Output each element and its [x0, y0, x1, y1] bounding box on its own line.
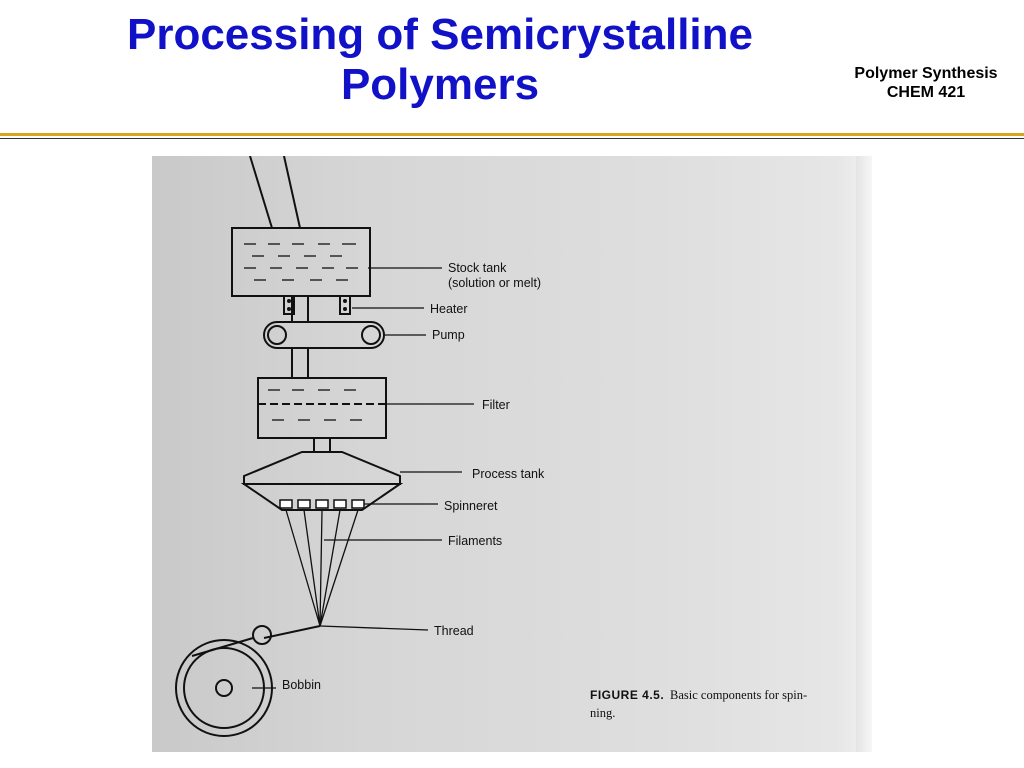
label-filaments: Filaments: [448, 534, 502, 548]
header-divider-gold: [0, 133, 1024, 136]
title-line-1: Processing of Semicrystalline: [126, 10, 754, 59]
stock-tank: [231, 227, 371, 297]
filter-liquid: [268, 389, 362, 421]
spinneret-holes: [279, 499, 365, 509]
page-title: Processing of Semicrystalline Polymers: [40, 10, 840, 110]
filaments-lines: [285, 509, 359, 627]
label-stock-tank: Stock tank: [448, 261, 507, 275]
thread-line: [263, 625, 321, 639]
scan-page-edge: [856, 156, 872, 752]
spinneret: [240, 483, 404, 511]
header-divider-dark: [0, 138, 1024, 139]
scanned-figure: Stock tank (solution or melt) Heater Pum…: [152, 156, 872, 752]
heater-block-right: [339, 295, 351, 315]
caption-text-line-2: ning.: [590, 706, 615, 720]
guide-roller: [252, 625, 272, 645]
label-pump: Pump: [432, 328, 465, 342]
pump-housing: [263, 321, 385, 349]
process-tank: [243, 451, 401, 485]
bobbin-hub: [215, 679, 233, 697]
feed-line-right: [283, 156, 301, 229]
label-heater: Heater: [430, 302, 468, 316]
spinning-diagram: Stock tank (solution or melt) Heater Pum…: [175, 156, 807, 737]
course-line-2: CHEM 421: [886, 84, 966, 101]
label-thread: Thread: [434, 624, 474, 638]
label-bobbin: Bobbin: [282, 678, 321, 692]
thread-to-bobbin: [191, 637, 254, 657]
heater-block-left: [283, 295, 295, 315]
label-process-tank: Process tank: [472, 467, 545, 481]
stock-tank-liquid: [244, 243, 358, 281]
feed-line-left: [249, 156, 273, 229]
caption-text-line-1: Basic components for spin-: [670, 688, 807, 702]
pump-roller-left: [267, 325, 287, 345]
caption-figure-number: FIGURE 4.5.: [590, 688, 664, 702]
leader-lines: [252, 267, 474, 689]
title-line-2: Polymers: [340, 60, 540, 109]
course-label: Polymer Synthesis CHEM 421: [826, 64, 1024, 102]
pump-roller-right: [361, 325, 381, 345]
label-stock-tank-note: (solution or melt): [448, 276, 541, 290]
heater-dots: [287, 299, 347, 311]
label-spinneret: Spinneret: [444, 499, 498, 513]
label-filter: Filter: [482, 398, 510, 412]
filter-housing: [257, 377, 387, 439]
course-line-1: Polymer Synthesis: [854, 65, 998, 82]
